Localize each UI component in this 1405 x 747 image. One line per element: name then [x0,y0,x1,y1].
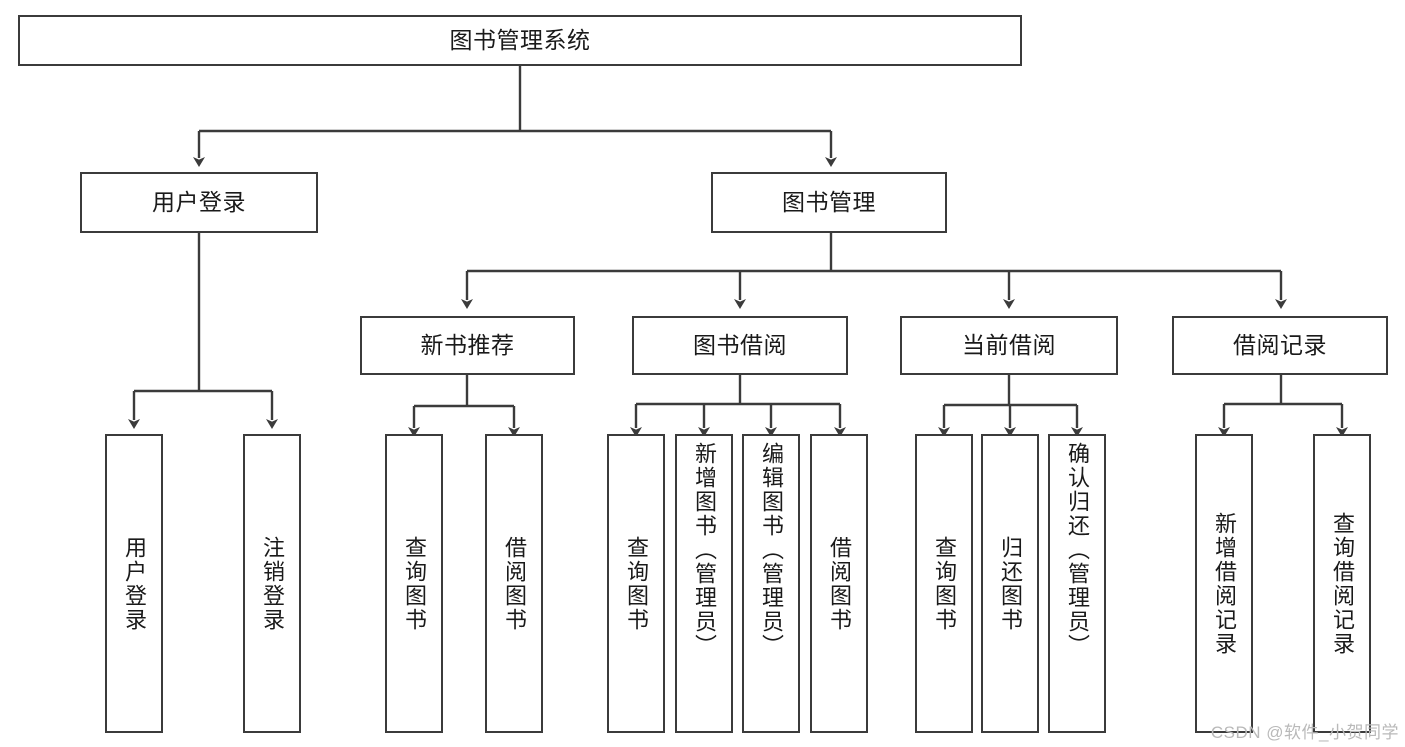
node-label: 新书推荐 [420,331,515,358]
node-label: 当前借阅 [962,331,1056,358]
node-leaf-return-book[interactable]: 归还图书 [981,434,1039,733]
node-label: 查询借阅记录 [1330,511,1355,656]
node-user-login[interactable]: 用户登录 [80,172,318,233]
node-label: 借阅记录 [1233,331,1327,358]
node-label: 图书管理系统 [449,26,591,53]
csdn-watermark: CSDN @软件_小贺同学 [1210,723,1399,742]
node-label: 借阅图书 [502,535,527,632]
node-label: 图书借阅 [693,331,787,358]
node-label: 查询图书 [402,535,427,632]
node-label: 查询图书 [932,535,957,632]
node-book-management[interactable]: 图书管理 [711,172,947,233]
node-label: 用户登录 [152,188,246,215]
node-leaf-user-login[interactable]: 用户登录 [105,434,163,733]
node-leaf-edit-book[interactable]: 编辑图书（管理员） [742,434,800,733]
node-label: 图书管理 [782,188,876,215]
node-label: 新增图书（管理员） [692,442,717,658]
node-leaf-borrow-book-recommend[interactable]: 借阅图书 [485,434,543,733]
node-book-borrow[interactable]: 图书借阅 [632,316,848,375]
node-new-book-recommend[interactable]: 新书推荐 [360,316,575,375]
node-label: 归还图书 [998,535,1023,632]
node-leaf-logout-login[interactable]: 注销登录 [243,434,301,733]
node-leaf-add-book[interactable]: 新增图书（管理员） [675,434,733,733]
node-leaf-query-book-current[interactable]: 查询图书 [915,434,973,733]
node-label: 新增借阅记录 [1212,511,1237,656]
node-root-book-management-system[interactable]: 图书管理系统 [18,15,1022,66]
node-label: 用户登录 [122,535,147,632]
node-label: 注销登录 [260,535,285,632]
node-leaf-borrow-book[interactable]: 借阅图书 [810,434,868,733]
node-leaf-query-book-recommend[interactable]: 查询图书 [385,434,443,733]
node-label: 借阅图书 [827,535,852,632]
node-leaf-confirm-return[interactable]: 确认归还（管理员） [1048,434,1106,733]
node-label: 查询图书 [624,535,649,632]
node-borrow-record[interactable]: 借阅记录 [1172,316,1388,375]
node-current-borrow[interactable]: 当前借阅 [900,316,1118,375]
node-leaf-query-borrow-record[interactable]: 查询借阅记录 [1313,434,1371,733]
node-label: 编辑图书（管理员） [759,442,784,658]
node-label: 确认归还（管理员） [1065,442,1090,658]
node-leaf-query-book-borrow[interactable]: 查询图书 [607,434,665,733]
node-leaf-add-borrow-record[interactable]: 新增借阅记录 [1195,434,1253,733]
